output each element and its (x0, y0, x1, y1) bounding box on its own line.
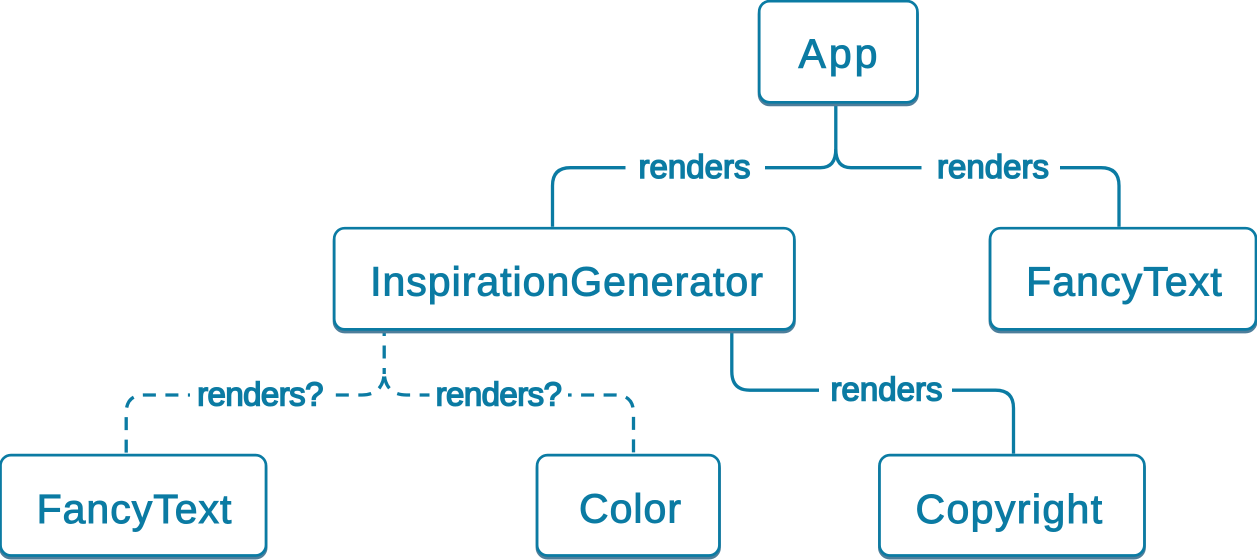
svg-text:renders: renders (831, 371, 943, 408)
svg-text:renders: renders (639, 148, 751, 185)
svg-text:FancyText: FancyText (1026, 259, 1223, 305)
svg-text:renders: renders (937, 148, 1049, 185)
svg-text:Copyright: Copyright (915, 486, 1103, 532)
svg-text:renders?: renders? (197, 376, 323, 413)
svg-text:InspirationGenerator: InspirationGenerator (370, 258, 764, 304)
svg-text:renders?: renders? (436, 376, 562, 413)
svg-text:App: App (799, 30, 881, 76)
svg-text:FancyText: FancyText (37, 486, 233, 532)
svg-text:Color: Color (579, 486, 682, 532)
